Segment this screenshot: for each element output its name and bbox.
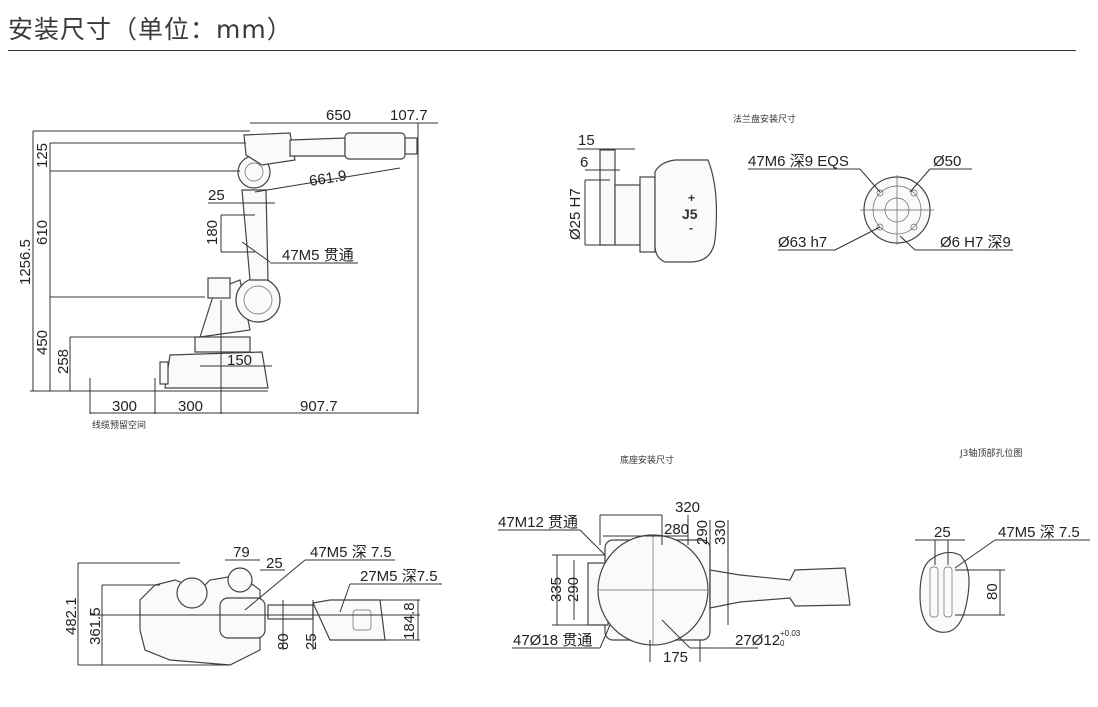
dim-330: 330 [712,520,729,545]
top-view: 79 25 47M5 深 7.5 27M5 深7.5 482.1 361.5 8… [63,544,442,666]
side-view: 650 107.7 1256.5 125 610 450 258 661.9 2… [17,107,438,431]
dim-650: 650 [326,107,351,124]
base-caption: 底座安装尺寸 [620,454,674,466]
dim-25: 25 [208,187,225,204]
j5-housing [654,159,718,263]
top-dim-482-1: 482.1 [63,597,80,635]
dim-290-top: 290 [694,520,711,545]
dim-300-base: 300 [178,398,203,415]
j5-label: J5 [682,206,698,222]
dim-1256-5: 1256.5 [17,239,34,285]
dim-150: 150 [227,352,252,369]
dim-107-7: 107.7 [390,107,428,124]
dim-661-9: 661.9 [308,167,348,190]
flange-caption: 法兰盘安装尺寸 [733,113,796,125]
top-dim-79: 79 [233,544,250,561]
top-dim-80: 80 [275,633,292,650]
j3-caption: J3轴顶部孔位图 [959,447,1022,459]
tolerance-lower: 0 [780,639,785,648]
page-title: 安装尺寸（单位：mm） [8,15,293,44]
j5-plus: + [688,191,695,205]
dim-125: 125 [34,143,51,168]
top-dim-25b: 25 [303,633,320,650]
note-d63-h7: Ø63 h7 [778,234,827,251]
note-47d18: 47Ø18 贯通 [513,632,592,649]
j3-note-47m5: 47M5 深 7.5 [998,524,1080,541]
title-divider [8,50,1076,51]
note-d50: Ø50 [933,153,961,170]
dim-15: 15 [578,132,595,149]
top-note-27m5: 27M5 深7.5 [360,568,438,585]
top-dim-361-5: 361.5 [87,607,104,645]
dim-25-h7: Ø25 H7 [567,188,584,240]
note-d6-h7: Ø6 H7 深9 [940,234,1011,251]
side-robot-drawing [159,132,418,389]
dim-258: 258 [55,349,72,374]
j3-view: J3轴顶部孔位图 25 47M5 深 7.5 80 [915,447,1090,633]
j3-dim-25: 25 [934,524,951,541]
j3-dim-80: 80 [984,583,1001,600]
dim-450: 450 [34,330,51,355]
dim-290-left: 290 [565,577,582,602]
top-note-47m5: 47M5 深 7.5 [310,544,392,561]
flange-view: 法兰盘安装尺寸 + J5 - 15 6 Ø25 H7 [567,113,1013,263]
dim-6: 6 [580,154,588,171]
dim-180: 180 [204,220,221,245]
tolerance-upper: +0.03 [780,629,801,638]
dim-300-cable: 300 [112,398,137,415]
dim-280: 280 [664,521,689,538]
note-27d12: 27Ø12 [735,632,780,649]
dim-610: 610 [34,220,51,245]
dim-335: 335 [548,577,565,602]
top-dim-25: 25 [266,555,283,572]
note-47m6: 47M6 深9 EQS [748,153,849,170]
cable-space-label: 线缆预留空间 [92,419,146,431]
dim-175: 175 [663,649,688,666]
top-dim-184-8: 184.8 [401,602,418,640]
dim-320: 320 [675,499,700,516]
base-view: 底座安装尺寸 320 280 290 330 335 290 175 47M12… [498,454,851,666]
flange-face [860,175,934,245]
note-47m5-through: 47M5 贯通 [282,247,354,264]
note-47m12: 47M12 贯通 [498,514,578,531]
dim-907-7: 907.7 [300,398,338,415]
side-dimension-lines [30,122,438,414]
j5-minus: - [689,221,693,235]
